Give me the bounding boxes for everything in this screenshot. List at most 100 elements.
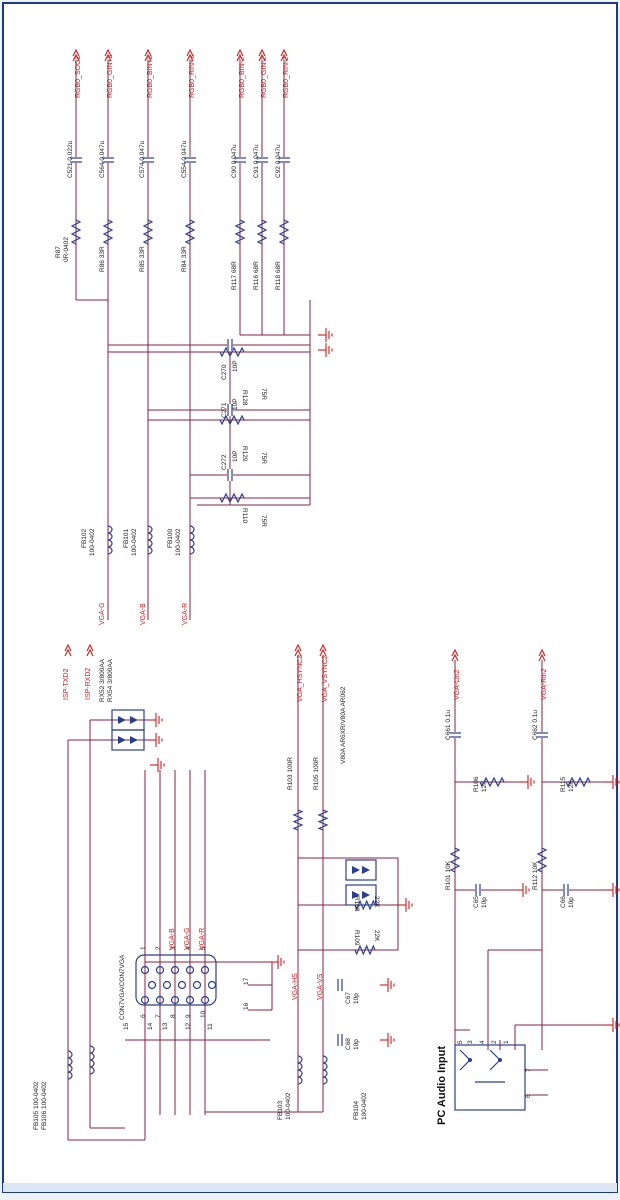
connector-pin-14	[185, 995, 195, 1005]
series-resistor-0	[70, 219, 82, 245]
term-cap-c270	[227, 339, 233, 351]
net-vga-g-con: VGA-G	[184, 927, 191, 950]
r109-value: 22K	[373, 930, 380, 942]
net-isp-rxd2: ISP-RXD2	[85, 668, 92, 700]
connector-pin-8	[177, 980, 187, 990]
connector-pin-label-3: 3	[170, 946, 177, 950]
connector-pin-label-9: 9	[185, 1014, 192, 1018]
cap-label-c554: C554 0.047u	[181, 140, 188, 178]
c68-ref: C68	[345, 1038, 352, 1050]
c65-ref: C65	[473, 896, 480, 908]
net-rgb0-sog2: RGB0_SOG2	[75, 55, 82, 98]
ferrite-fb100	[189, 525, 195, 555]
connector-pin-label-10: 10	[200, 1010, 207, 1018]
ground-rgb-1	[318, 328, 333, 342]
resistor-r101	[449, 847, 461, 873]
jack-pin-2: 2	[491, 1040, 498, 1044]
fb105-label: FB105 100-0402	[33, 1081, 40, 1130]
r115-ref: R115	[560, 777, 567, 792]
series-cap-1	[102, 157, 114, 163]
series-resistor-3	[184, 219, 196, 245]
cap-c67	[337, 979, 343, 991]
ground-rgb-2	[318, 343, 333, 357]
series-resistor-6	[278, 219, 290, 245]
r101-label: R101 10K	[445, 860, 452, 890]
r115-value: 12K	[568, 780, 575, 792]
cap-label-c521: C521 0.022u	[67, 140, 74, 178]
connector-pin-13	[170, 995, 180, 1005]
ground-jack	[605, 1018, 620, 1032]
net-arrow-rxd	[86, 643, 94, 657]
fb100-ref: FB100	[167, 528, 174, 548]
net-arrow-5	[258, 48, 266, 62]
connector-pin-label-13: 13	[162, 1022, 169, 1030]
net-vga-b-in: VGA-B	[140, 603, 147, 625]
series-cap-2	[142, 157, 154, 163]
net-vga-lin2: VGA-Lin2	[454, 670, 461, 700]
diode-note: V80A AR6XR/V80A AR062	[340, 686, 347, 764]
net-rgb0-rin-minus: RGB0_RIN-2	[283, 57, 290, 98]
net-rgb0-gin-plus: RGB0_GIN+2	[107, 55, 114, 98]
sheet-footer-band	[3, 1183, 617, 1192]
connector-pin-4	[185, 965, 195, 975]
net-vga-vsync2: VGA_VSYNC2	[322, 655, 329, 702]
net-vga-vs: VGA-VS	[317, 973, 324, 1000]
r106-value: 12K	[481, 780, 488, 792]
c271-ref: C271	[221, 402, 228, 418]
fb102-ref: FB102	[81, 528, 88, 548]
resistor-r108	[354, 899, 376, 911]
series-resistor-5	[256, 219, 268, 245]
net-arrow-lin2	[451, 648, 459, 662]
r110-ref: R110	[241, 508, 248, 523]
connector-pin-5	[200, 965, 210, 975]
net-rgb0-bin-plus: RGB0_BIN+2	[147, 55, 154, 98]
jack-pin-1: 1	[503, 1040, 510, 1044]
ground-sync	[398, 898, 413, 912]
resistor-r109	[354, 944, 376, 956]
term-cap-c272	[227, 469, 233, 481]
cap-label-c564: C564 0.047u	[99, 140, 106, 178]
ground-esd-3	[150, 758, 165, 772]
series-resistor-4	[234, 219, 246, 245]
connector-pin-label-5: 5	[200, 946, 207, 950]
net-arrow-vsync	[319, 643, 327, 657]
c270-ref: C270	[221, 364, 228, 380]
res-label-r118: R118 68R	[275, 261, 282, 290]
fb101-ref: FB101	[123, 528, 130, 548]
connector-pin-2	[155, 965, 165, 975]
net-vga-r-in: VGA-R	[182, 603, 189, 625]
term-resistor-r129	[219, 414, 245, 426]
ferrite-fb106	[89, 1045, 95, 1075]
resistor-r105	[317, 809, 329, 831]
net-arrow-hsync	[294, 643, 302, 657]
jack-pin-5: 5	[457, 1040, 464, 1044]
r87-ref: R87	[55, 246, 62, 258]
cap-label-c574: C574 0.047u	[139, 140, 146, 178]
ground-esd-1	[148, 713, 163, 727]
jack-pin-3: 3	[467, 1040, 474, 1044]
cap-c65	[475, 884, 481, 896]
connector-pin-3	[170, 965, 180, 975]
fb106-label: FB106 100-0402	[41, 1081, 48, 1130]
r108-value: 22K	[373, 896, 380, 908]
c67-ref: C67	[345, 992, 352, 1004]
net-vga-b-con: VGA-B	[169, 928, 176, 950]
cap-label-c90: C90 0.047u	[231, 144, 238, 178]
res-label-r116: R116 68R	[253, 261, 260, 290]
cap-c661	[449, 732, 461, 738]
connector-pin-label-14: 14	[147, 1022, 154, 1030]
net-arrow-4	[236, 48, 244, 62]
fb100-value: 100-0402	[175, 528, 182, 556]
connector-pin-10	[207, 980, 217, 990]
net-vga-hsync2: VGA_HSYNC2	[297, 655, 304, 702]
connector-pin-label-15: 15	[123, 1022, 130, 1030]
esd-rx52: RX52 3/800AA	[99, 658, 106, 702]
cap-label-c92: C92 0.047u	[275, 144, 282, 178]
series-cap-5	[256, 157, 268, 163]
net-isp-txd2: ISP-TXD2	[63, 668, 70, 700]
connector-pin-label-6: 6	[140, 1014, 147, 1018]
res-label-r85: R85 33R	[139, 246, 146, 272]
res-label-r117: R117 68R	[231, 261, 238, 290]
